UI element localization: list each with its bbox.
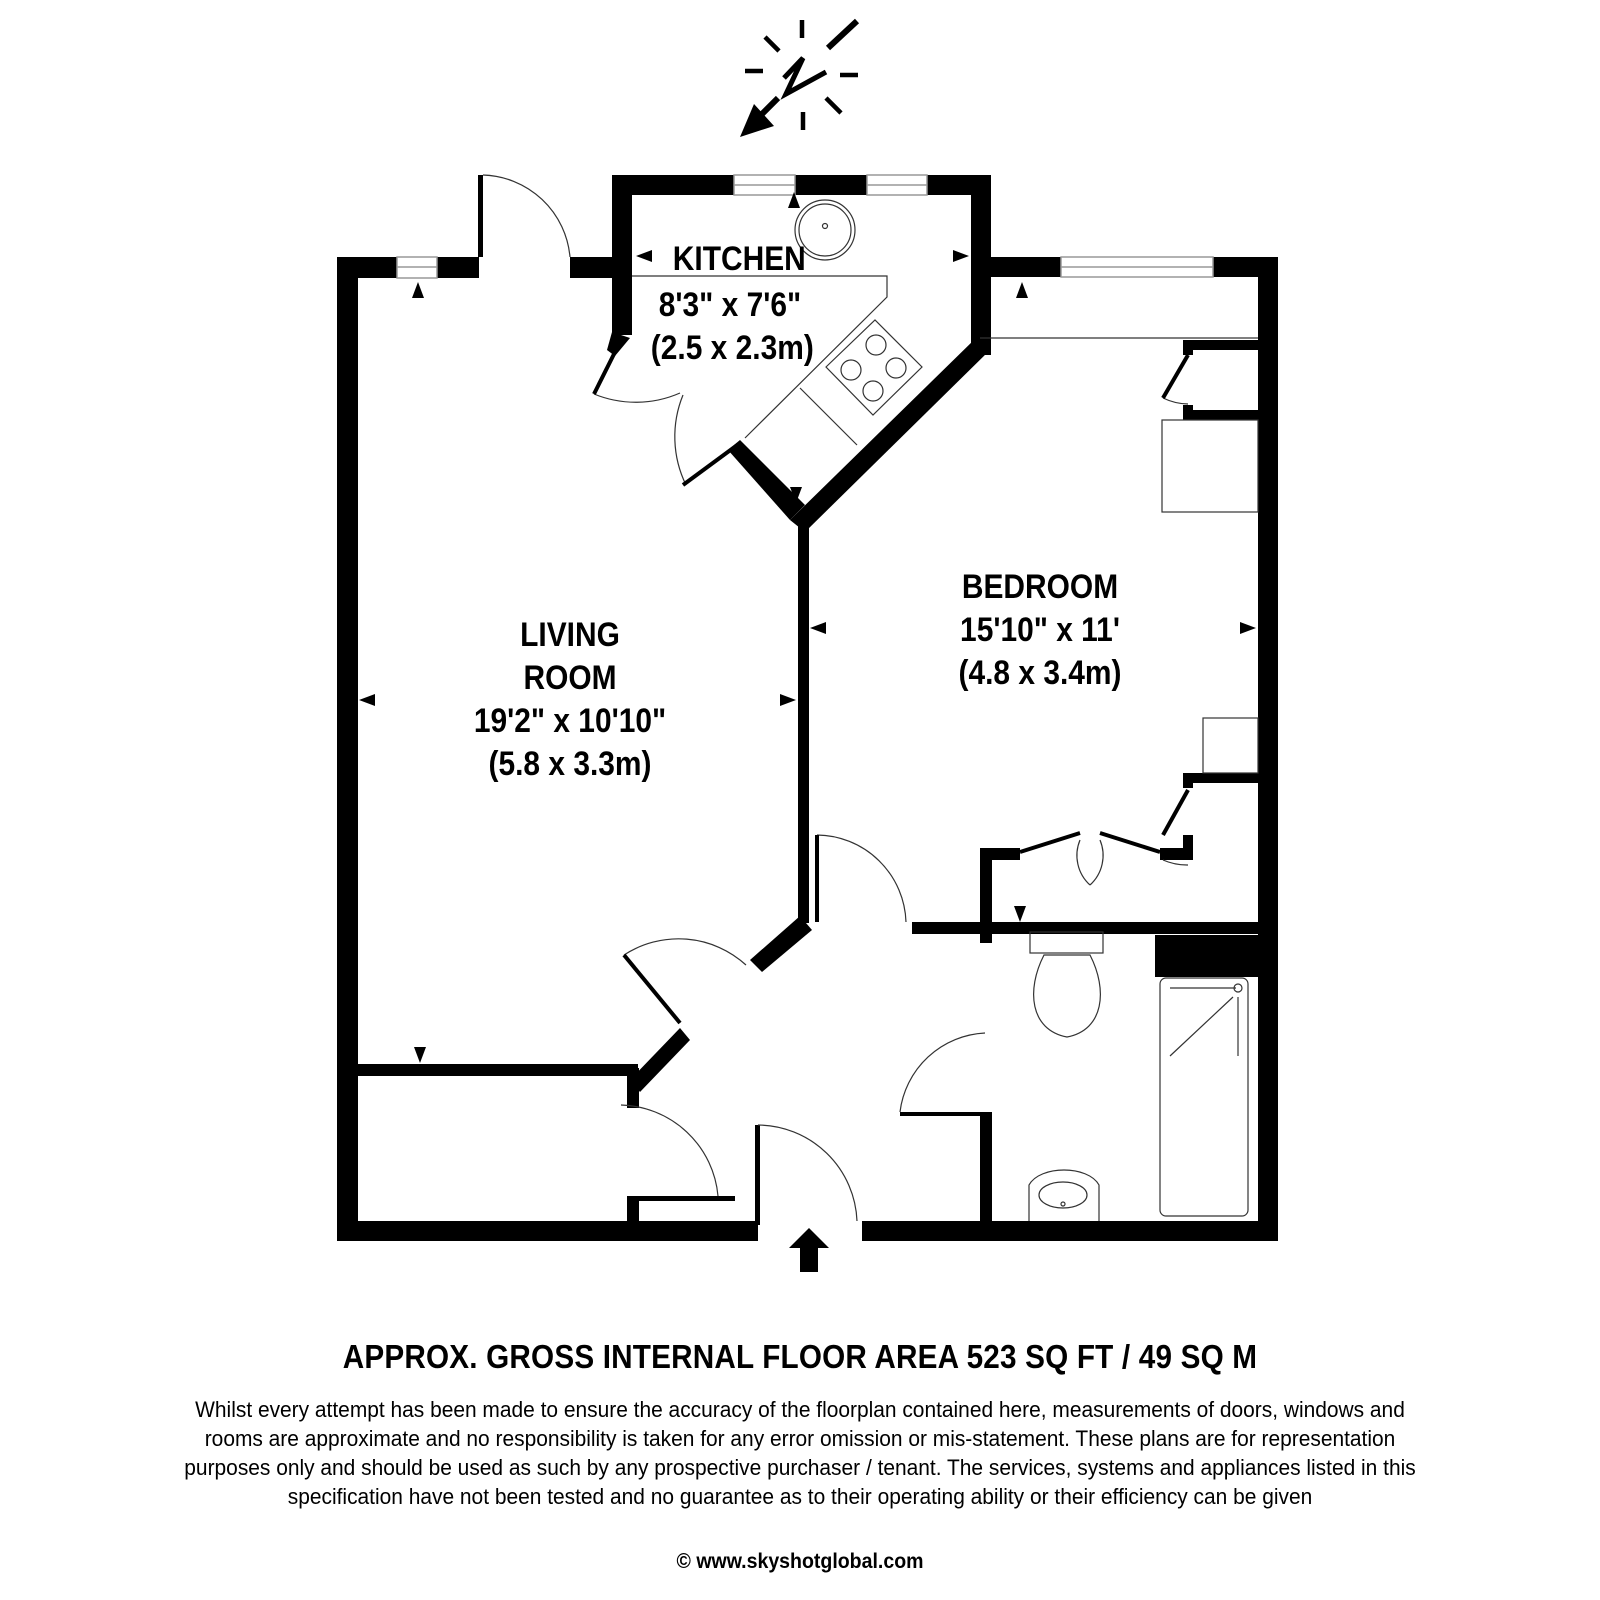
bedroom-dim-metric: (4.8 x 3.4m) bbox=[958, 654, 1122, 692]
disclaimer-line: purposes only and should be used as such… bbox=[184, 1455, 1416, 1480]
dimension-arrows bbox=[359, 192, 1256, 1063]
kitchen-dim-imperial: 8'3" x 7'6" bbox=[658, 286, 802, 324]
door-leaves bbox=[592, 353, 1190, 1025]
walls bbox=[337, 175, 1278, 1241]
bedroom-dim-imperial: 15'10" x 11' bbox=[960, 611, 1120, 649]
entrance-arrow-icon bbox=[789, 1228, 829, 1272]
disclaimer-text: Whilst every attempt has been made to en… bbox=[112, 1395, 1488, 1511]
floor-area-title: APPROX. GROSS INTERNAL FLOOR AREA 523 SQ… bbox=[342, 1338, 1258, 1375]
living-room-label: LIVING ROOM 19'2" x 10'10" (5.8 x 3.3m) bbox=[456, 614, 685, 786]
living-room-name-2: ROOM bbox=[523, 659, 617, 697]
copyright-link[interactable]: © www.skyshotglobal.com bbox=[676, 1550, 924, 1573]
north-arrow-icon bbox=[740, 18, 860, 137]
kitchen-dimensions: 8'3" x 7'6" (2.5 x 2.3m) bbox=[650, 284, 814, 370]
floorplan-drawing bbox=[337, 18, 1278, 1272]
disclaimer-line: Whilst every attempt has been made to en… bbox=[195, 1397, 1405, 1422]
fixtures bbox=[482, 174, 1259, 1222]
living-room-name-1: LIVING bbox=[520, 616, 620, 654]
kitchen-name: KITCHEN bbox=[672, 240, 806, 278]
disclaimer-line: specification have not been tested and n… bbox=[287, 1484, 1313, 1509]
bedroom-name: BEDROOM bbox=[961, 568, 1119, 606]
bedroom-label: BEDROOM 15'10" x 11' (4.8 x 3.4m) bbox=[943, 566, 1137, 695]
kitchen-label: KITCHEN bbox=[651, 238, 809, 281]
windows bbox=[396, 174, 1214, 279]
living-room-dim-metric: (5.8 x 3.3m) bbox=[488, 745, 652, 783]
disclaimer-line: rooms are approximate and no responsibil… bbox=[204, 1426, 1396, 1451]
living-room-dim-imperial: 19'2" x 10'10" bbox=[473, 702, 667, 740]
kitchen-dim-metric: (2.5 x 2.3m) bbox=[650, 329, 814, 367]
